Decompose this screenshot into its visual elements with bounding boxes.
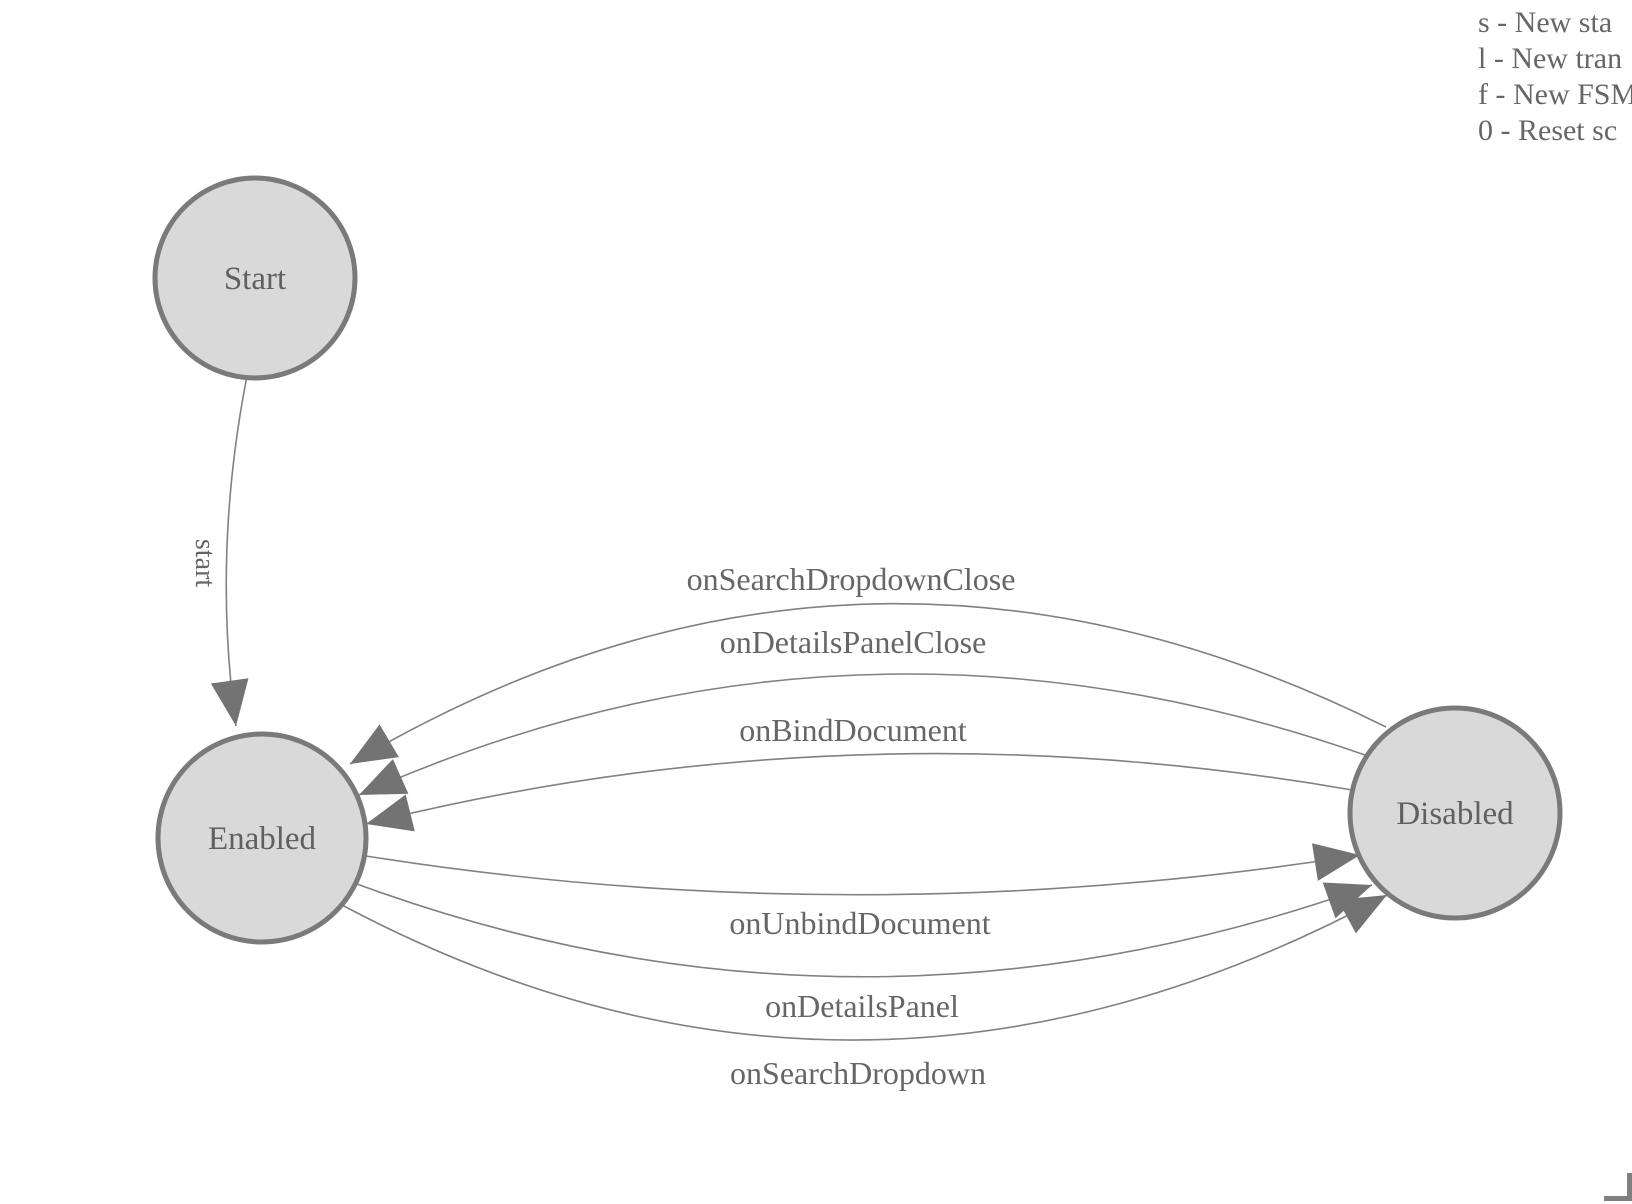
edge-label-onDetailsPanelClose: onDetailsPanelClose <box>720 624 987 660</box>
state-label-enabled: Enabled <box>208 821 317 857</box>
edge-label-onSearchDropdown: onSearchDropdown <box>730 1055 986 1091</box>
state-node-enabled[interactable]: Enabled <box>155 731 369 945</box>
canvas-corner-bracket <box>1604 1173 1632 1201</box>
legend-line-new-fsm: f - New FSM <box>1478 78 1632 111</box>
edge-onUnbindDocument[interactable] <box>365 843 1361 896</box>
edge-onSearchDropdown[interactable] <box>341 894 1388 1041</box>
legend-line-reset: 0 - Reset sc <box>1478 114 1618 147</box>
edge-onDetailsPanelClose[interactable] <box>358 673 1366 796</box>
edge-onDetailsPanel[interactable] <box>356 882 1373 978</box>
edge-label-onUnbindDocument: onUnbindDocument <box>729 905 990 941</box>
state-label-start: Start <box>224 261 286 297</box>
edge-label-onDetailsPanel: onDetailsPanel <box>765 988 959 1024</box>
state-circle-start[interactable] <box>152 175 358 381</box>
legend-line-new-state: s - New sta <box>1478 6 1613 39</box>
state-node-disabled[interactable]: Disabled <box>1347 705 1563 921</box>
state-circle-disabled[interactable] <box>1347 705 1563 921</box>
hotkey-legend: s - New sta l - New tran f - New FSM 0 -… <box>1478 5 1632 149</box>
state-circle-enabled[interactable] <box>155 731 369 945</box>
state-node-start[interactable]: Start <box>152 175 358 381</box>
edge-label-onSearchDropdownClose: onSearchDropdownClose <box>687 561 1016 597</box>
edge-onSearchDropdownClose[interactable] <box>349 602 1387 765</box>
edge-start[interactable] <box>210 375 249 727</box>
edge-label-onBindDocument: onBindDocument <box>739 712 967 748</box>
edge-onBindDocument[interactable] <box>365 752 1353 832</box>
state-label-disabled: Disabled <box>1396 796 1514 832</box>
legend-line-new-transition: l - New tran <box>1478 42 1623 75</box>
edge-label-start: start <box>189 539 220 587</box>
